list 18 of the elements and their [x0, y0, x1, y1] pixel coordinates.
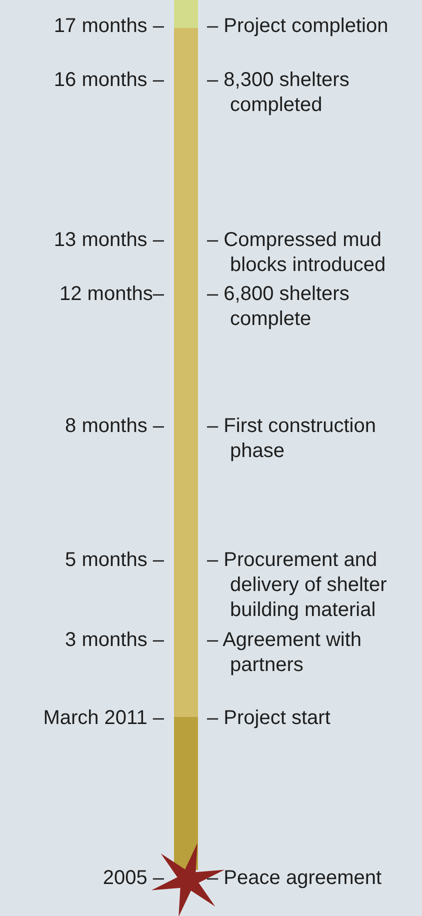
event-label: – 8,300 shelters completed — [207, 68, 350, 118]
event-label: – Compressed mud blocks introduced — [207, 228, 387, 278]
time-label: 16 months – — [52, 68, 164, 93]
time-label: 2005 – — [102, 866, 164, 891]
event-label: – First construction phase — [207, 414, 377, 464]
event-label: – 6,800 shelters complete — [207, 282, 350, 332]
time-label: 12 months– — [58, 282, 164, 307]
time-label: 13 months – — [52, 228, 164, 253]
event-label: – Project completion — [207, 14, 390, 39]
time-label: 17 months – — [52, 14, 164, 39]
event-label: – Procurement and delivery of shelter building material — [207, 548, 388, 623]
time-label: March 2011 – — [42, 706, 164, 731]
event-label: – Agreement with partners — [207, 628, 363, 678]
time-label: 5 months – — [64, 548, 164, 573]
event-label: – Peace agreement — [207, 866, 383, 891]
event-label: – Project start — [207, 706, 332, 731]
time-label: 8 months – — [64, 414, 164, 439]
time-label: 3 months – — [64, 628, 164, 653]
